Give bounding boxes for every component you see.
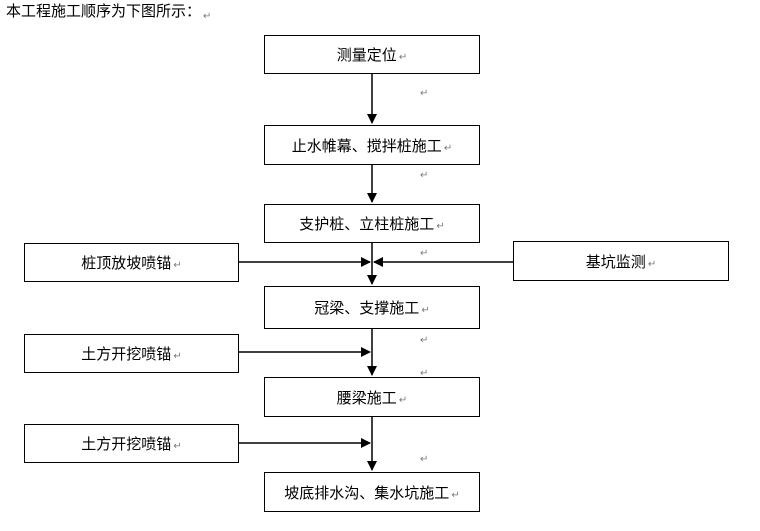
input-excavation-1: 土方开挖喷锚↵ xyxy=(24,334,239,373)
step-survey-setout: 测量定位↵ xyxy=(264,35,480,74)
return-mark: ↵ xyxy=(203,11,212,22)
return-mark: ↵ xyxy=(443,142,453,154)
step-support-piles: 支护桩、立柱桩施工↵ xyxy=(264,204,480,243)
input-label: 土方开挖喷锚 xyxy=(81,435,172,453)
return-mark: ↵ xyxy=(398,52,408,63)
step-label: 坡底排水沟、集水坑施工 xyxy=(284,483,450,502)
input-label: 桩顶放坡喷锚 xyxy=(81,254,172,272)
input-pit-monitoring: 基坑监测↵ xyxy=(513,241,729,281)
input-slope-shotcrete: 桩顶放坡喷锚↵ xyxy=(24,243,239,282)
input-excavation-2: 土方开挖喷锚↵ xyxy=(24,424,239,463)
paragraph-mark: ↵ xyxy=(420,335,429,346)
input-label: 土方开挖喷锚 xyxy=(81,345,172,363)
paragraph-mark: ↵ xyxy=(420,170,429,181)
step-label: 止水帷幕、搅拌桩施工 xyxy=(291,136,442,155)
return-mark: ↵ xyxy=(421,305,430,316)
paragraph-mark: ↵ xyxy=(420,454,429,465)
step-waist-beam: 腰梁施工↵ xyxy=(264,377,480,417)
return-mark: ↵ xyxy=(173,441,182,452)
return-mark: ↵ xyxy=(647,258,657,270)
paragraph-mark: ↵ xyxy=(420,368,429,379)
return-mark: ↵ xyxy=(173,351,182,362)
intro-label: 本工程施工顺序为下图所示： xyxy=(6,2,202,20)
return-mark: ↵ xyxy=(451,489,460,501)
paragraph-mark: ↵ xyxy=(420,248,429,259)
step-label: 支护桩、立柱桩施工 xyxy=(299,215,435,233)
step-drainage: 坡底排水沟、集水坑施工↵ xyxy=(264,472,480,512)
step-crown-beam: 冠梁、支撑施工↵ xyxy=(264,286,480,329)
step-label: 冠梁、支撑施工 xyxy=(314,299,420,317)
paragraph-mark: ↵ xyxy=(420,88,429,99)
step-label: 腰梁施工 xyxy=(336,388,397,407)
return-mark: ↵ xyxy=(173,260,182,271)
input-label: 基坑监测 xyxy=(585,252,646,271)
return-mark: ↵ xyxy=(436,221,445,232)
return-mark: ↵ xyxy=(398,394,408,406)
intro-text: 本工程施工顺序为下图所示：↵ xyxy=(6,2,211,23)
step-cutoff-curtain: 止水帷幕、搅拌桩施工↵ xyxy=(264,125,480,165)
step-label: 测量定位 xyxy=(336,46,397,64)
